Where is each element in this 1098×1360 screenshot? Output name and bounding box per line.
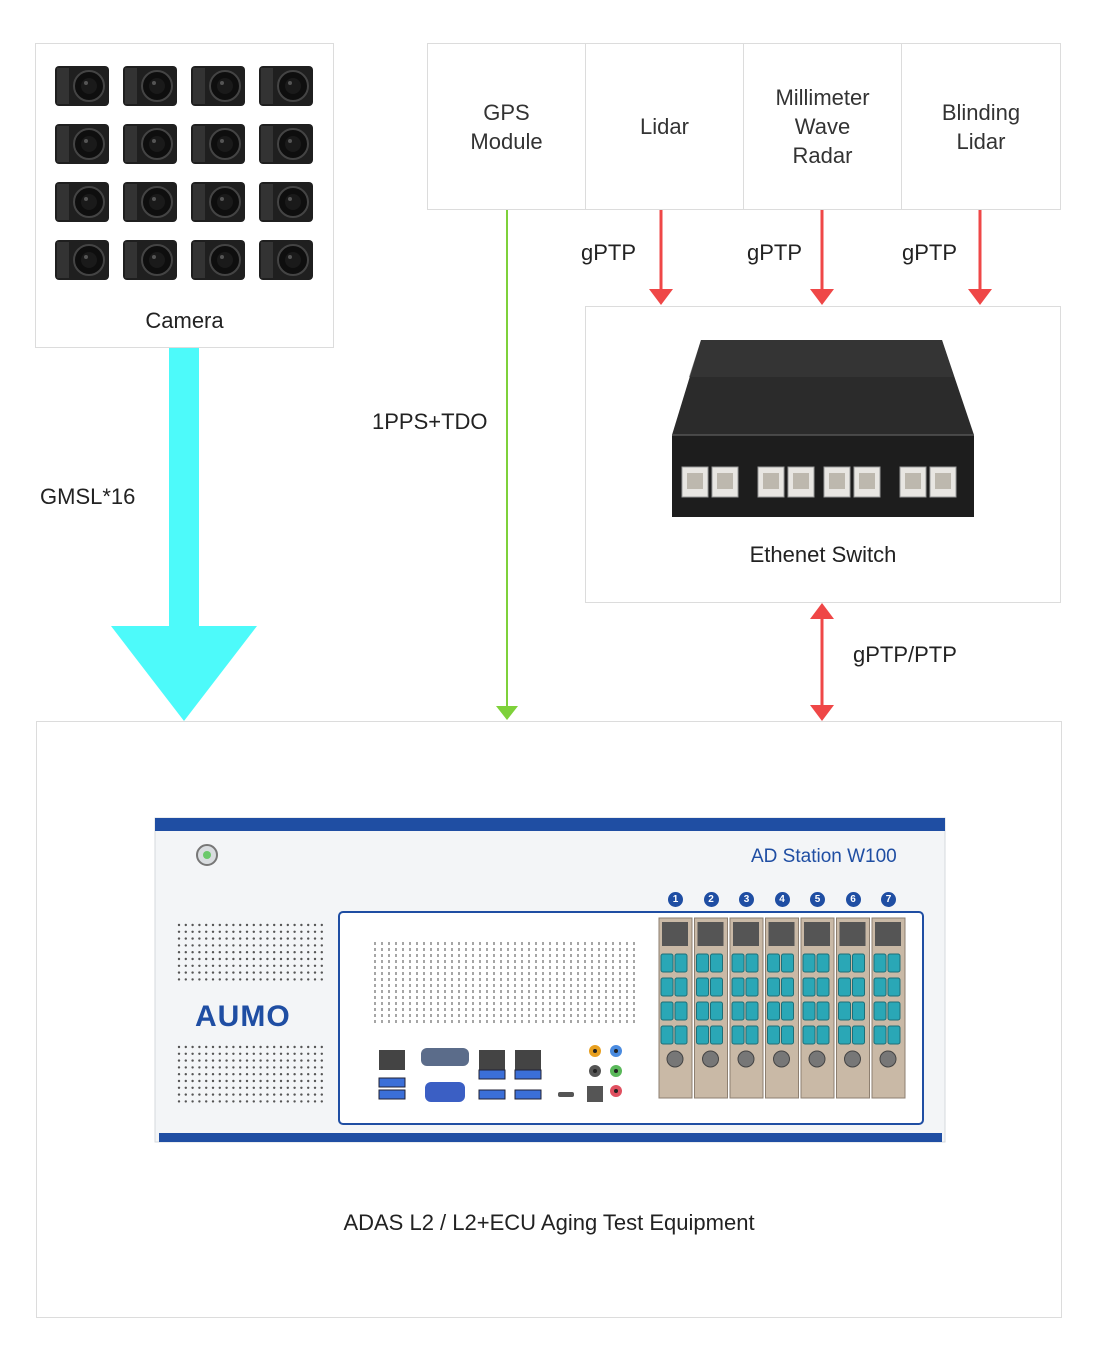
camera-module bbox=[191, 66, 245, 106]
switch-image bbox=[672, 340, 974, 517]
gps-link-label: 1PPS+TDO bbox=[372, 409, 488, 434]
sensor-lidar-label: Lidar bbox=[640, 114, 689, 139]
gmsl-arrow-head bbox=[111, 626, 257, 721]
slot-number-badge: 4 bbox=[774, 892, 790, 907]
ad-station-device bbox=[154, 817, 946, 1143]
slot-number-badge: 6 bbox=[845, 892, 861, 907]
camera-module bbox=[123, 124, 177, 164]
blinding-link-label: gPTP bbox=[902, 240, 958, 265]
switch-box: Ethenet Switch bbox=[585, 306, 1061, 603]
brand-logo: AUMO bbox=[195, 1000, 291, 1033]
equipment-box: AUMO AD Station W100 1 2 3 4 5 6 7 ADAS L2 / L… bbox=[36, 721, 1062, 1318]
gmsl-arrow-shaft bbox=[169, 348, 199, 628]
gps-arrow-head bbox=[496, 706, 518, 720]
switch-ptp-head-top bbox=[810, 603, 834, 619]
model-name: AD Station W100 bbox=[751, 846, 897, 867]
slot-number-badge: 2 bbox=[703, 892, 719, 907]
camera-module bbox=[191, 240, 245, 280]
sensor-lidar: Lidar bbox=[586, 44, 744, 209]
switch-link-label: gPTP/PTP bbox=[853, 642, 957, 667]
camera-module bbox=[123, 240, 177, 280]
camera-module bbox=[191, 182, 245, 222]
sensor-radar-label: Millimeter Wave Radar bbox=[775, 85, 870, 168]
sensor-blinding-lidar: Blinding Lidar bbox=[902, 44, 1060, 209]
gmsl-label: GMSL*16 bbox=[40, 484, 136, 509]
sensor-mmwave-radar: Millimeter Wave Radar bbox=[744, 44, 902, 209]
lidar-link-label: gPTP bbox=[581, 240, 637, 265]
sensor-blinding-label: Blinding Lidar bbox=[941, 99, 1021, 154]
sensor-gps-module: GPS Module bbox=[428, 44, 586, 209]
camera-module bbox=[55, 124, 109, 164]
camera-grid bbox=[36, 44, 333, 347]
slot-number-badge: 5 bbox=[810, 892, 825, 907]
switch-ptp-head-bottom bbox=[810, 705, 834, 721]
camera-label: Camera bbox=[145, 308, 224, 333]
camera-module bbox=[259, 182, 313, 222]
sensors-box: GPS Module Lidar Millimeter Wave Radar B… bbox=[427, 43, 1061, 210]
camera-module bbox=[55, 240, 109, 280]
camera-module bbox=[55, 66, 109, 106]
slot-number-badge: 7 bbox=[881, 892, 896, 907]
camera-module bbox=[123, 66, 177, 106]
slot-number-badge: 3 bbox=[739, 892, 754, 907]
radar-link-label: gPTP bbox=[747, 240, 803, 265]
sensor-gps-label: GPS Module bbox=[470, 99, 543, 154]
camera-module bbox=[123, 182, 177, 222]
camera-module bbox=[259, 66, 313, 106]
slot-number-badge: 1 bbox=[668, 892, 683, 907]
camera-box: Camera bbox=[35, 43, 334, 348]
switch-label: Ethenet Switch bbox=[749, 542, 897, 567]
blinding-ptp-head bbox=[968, 289, 992, 305]
equipment-caption: ADAS L2 / L2+ECU Aging Test Equipment bbox=[343, 1210, 755, 1235]
lidar-ptp-head bbox=[649, 289, 673, 305]
radar-ptp-head bbox=[810, 289, 834, 305]
camera-module bbox=[191, 124, 245, 164]
camera-module bbox=[55, 182, 109, 222]
camera-module bbox=[259, 124, 313, 164]
camera-module bbox=[259, 240, 313, 280]
